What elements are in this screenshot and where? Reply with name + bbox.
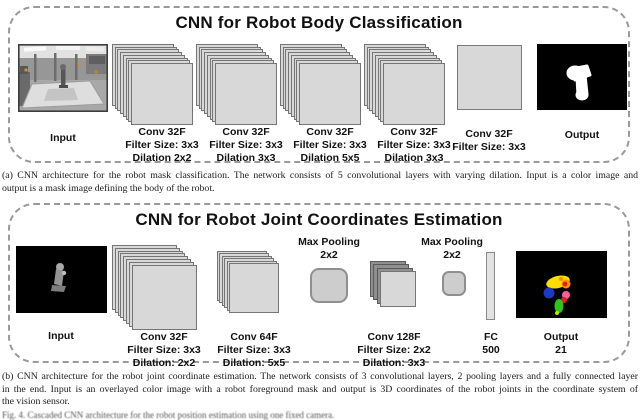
- fc-label: FC 500: [441, 331, 541, 357]
- layer-dilation: Dilation: 3x3: [362, 357, 426, 369]
- caption-b-line2: in the end. Input is an overlayed color …: [2, 383, 638, 395]
- layer-filter: Filter Size: 3x3: [452, 141, 526, 153]
- conv-1-label: Conv 32F Filter Size: 3x3 Dilation 2x2: [112, 126, 212, 165]
- input-photo-image: [18, 44, 108, 112]
- caption-a: (a) CNN architecture for the robot mask …: [2, 170, 638, 195]
- maxpool-2-label: Max Pooling 2x2: [392, 236, 512, 262]
- figure-caption: Fig. 4. Cascaded CNN architecture for th…: [2, 410, 335, 420]
- maxpool-1-box: [310, 268, 348, 303]
- layer-name: Conv 64F: [230, 331, 278, 343]
- input-label: Input: [50, 132, 76, 144]
- maxpool-1-label: Max Pooling 2x2: [269, 236, 389, 262]
- pool-name: Max Pooling: [298, 236, 360, 248]
- layer-name: Conv 32F: [140, 331, 188, 343]
- conv-5-label: Conv 32F Filter Size: 3x3: [439, 128, 539, 154]
- fc-units: 500: [482, 344, 500, 356]
- output-joints-image: [516, 251, 607, 318]
- fc-bar: [486, 252, 495, 320]
- layer-filter: Filter Size: 2x2: [357, 344, 431, 356]
- conv-3-label: Conv 32F Filter Size: 3x3 Dilation 5x5: [280, 126, 380, 165]
- conv-64f-label: Conv 64F Filter Size: 3x3 Dilation: 5x5: [204, 331, 304, 370]
- output-label: Output 21: [511, 331, 611, 357]
- caption-b-line3: the vision sensor.: [2, 396, 70, 408]
- pool-name: Max Pooling: [421, 236, 483, 248]
- layer-filter: Filter Size: 3x3: [209, 139, 283, 151]
- layer-dilation: Dilation: 2x2: [132, 357, 196, 369]
- layer-dilation: Dilation 3x3: [384, 152, 444, 164]
- panel-b-title: CNN for Robot Joint Coordinates Estimati…: [135, 210, 503, 229]
- fc-name: FC: [484, 331, 498, 343]
- panel-body-classification: CNN for Robot Body Classification: [8, 6, 630, 165]
- layer-name: Conv 32F: [390, 126, 438, 138]
- caption-a-line2: output is a mask image defining the body…: [2, 182, 215, 194]
- input-label: Input: [48, 330, 74, 342]
- conv-32f-label: Conv 32F Filter Size: 3x3 Dilation: 2x2: [114, 331, 214, 370]
- conv-layer-5-square: [457, 45, 522, 110]
- layer-filter: Filter Size: 3x3: [217, 344, 291, 356]
- output-mask-image: [537, 44, 627, 110]
- layer-name: Conv 128F: [367, 331, 421, 343]
- pool-size: 2x2: [320, 249, 338, 261]
- pool-size: 2x2: [443, 249, 461, 261]
- layer-filter: Filter Size: 3x3: [293, 139, 367, 151]
- layer-dilation: Dilation 2x2: [132, 152, 192, 164]
- caption-b-line1: (b) CNN architecture for the robot joint…: [2, 371, 638, 382]
- conv-2-label: Conv 32F Filter Size: 3x3 Dilation 3x3: [196, 126, 296, 165]
- conv-128f-label: Conv 128F Filter Size: 2x2 Dilation: 3x3: [344, 331, 444, 370]
- maxpool-2-box: [442, 271, 466, 296]
- caption-b: (b) CNN architecture for the robot joint…: [2, 371, 638, 409]
- input-robot-image: [16, 246, 107, 313]
- caption-a-line1: (a) CNN architecture for the robot mask …: [2, 170, 638, 181]
- layer-filter: Filter Size: 3x3: [127, 344, 201, 356]
- output-label: Output: [564, 129, 600, 141]
- conv-4-label: Conv 32F Filter Size: 3x3 Dilation 3x3: [364, 126, 464, 165]
- layer-name: Conv 32F: [306, 126, 354, 138]
- layer-dilation: Dilation 3x3: [216, 152, 276, 164]
- layer-dilation: Dilation: 5x5: [222, 357, 286, 369]
- output-units: 21: [555, 344, 567, 356]
- layer-filter: Filter Size: 3x3: [125, 139, 199, 151]
- layer-name: Conv 32F: [465, 128, 513, 140]
- output-name: Output: [543, 331, 579, 343]
- layer-filter: Filter Size: 3x3: [377, 139, 451, 151]
- panel-joint-estimation: CNN for Robot Joint Coordinates Estimati…: [8, 203, 630, 369]
- panel-a-title: CNN for Robot Body Classification: [175, 13, 463, 32]
- layer-name: Conv 32F: [222, 126, 270, 138]
- layer-name: Conv 32F: [138, 126, 186, 138]
- layer-dilation: Dilation 5x5: [300, 152, 360, 164]
